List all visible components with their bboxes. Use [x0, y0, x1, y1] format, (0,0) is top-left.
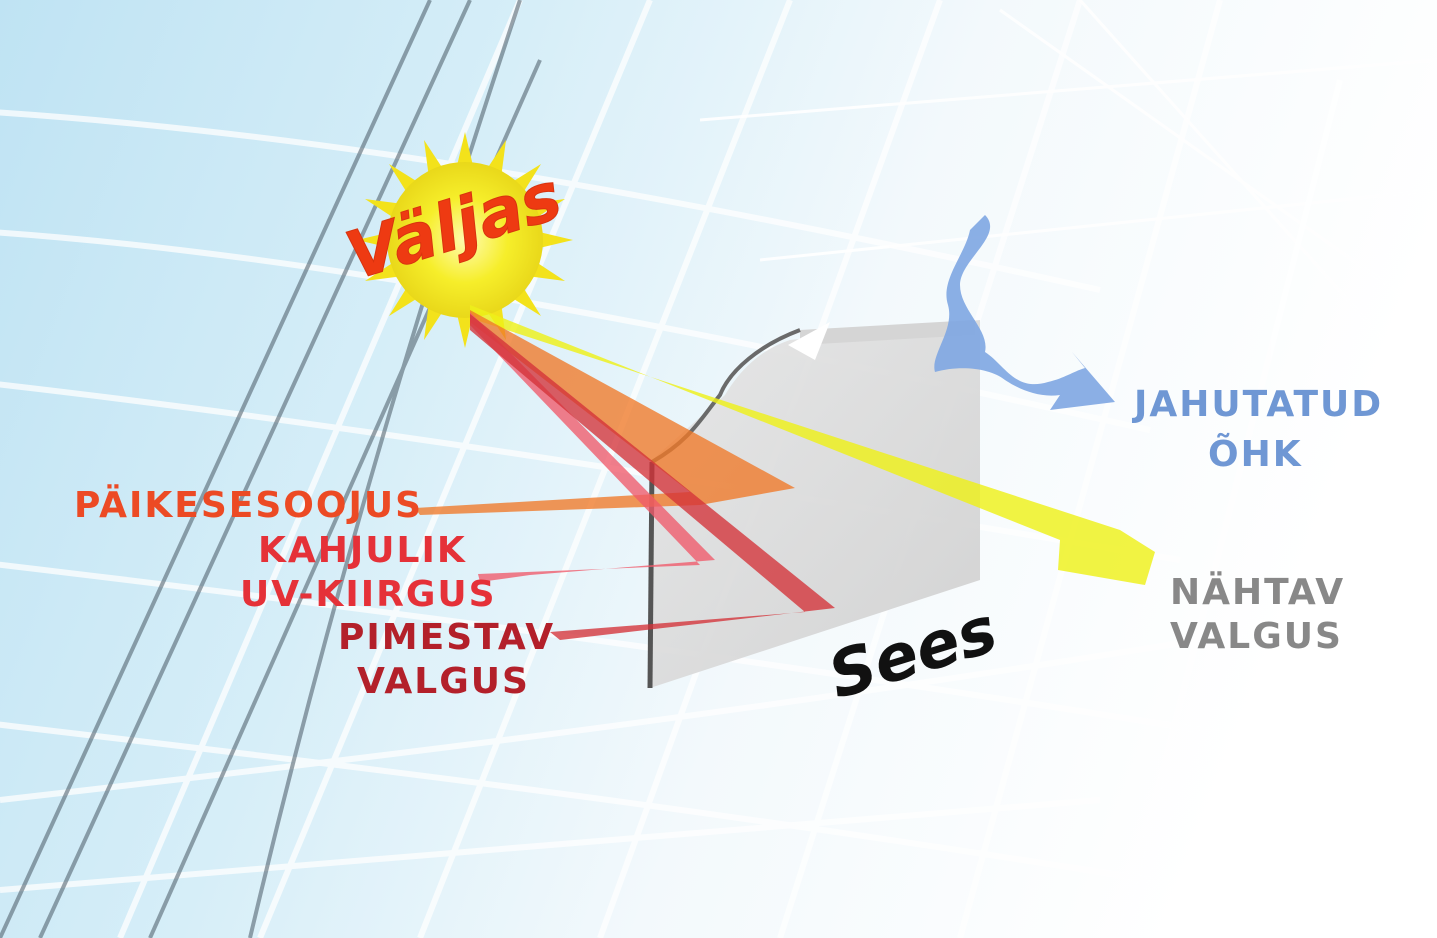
- harmful-uv-label-line1: KAHJULIK: [258, 530, 467, 571]
- glare-label-line1: PIMESTAV: [338, 617, 556, 658]
- cooled-air-label-line1: JAHUTATUD: [1134, 384, 1384, 425]
- cooled-air-arrow: [934, 215, 1115, 410]
- building-light-lines: [699, 0, 1437, 401]
- visible-light-beam: [470, 305, 1155, 585]
- solar-heat-beam: [415, 310, 795, 515]
- solar-heat-label: PÄIKESESOOJUS: [74, 485, 424, 526]
- glare-label-line2: VALGUS: [357, 661, 530, 702]
- visible-light-label-line2: VALGUS: [1170, 616, 1343, 657]
- cooled-air-label-line2: ÕHK: [1208, 434, 1303, 475]
- glare-beam: [470, 314, 835, 640]
- visible-light-label-line1: NÄHTAV: [1170, 572, 1346, 613]
- harmful-uv-label-line2: UV-KIIRGUS: [240, 574, 497, 615]
- sun-icon: [357, 132, 573, 348]
